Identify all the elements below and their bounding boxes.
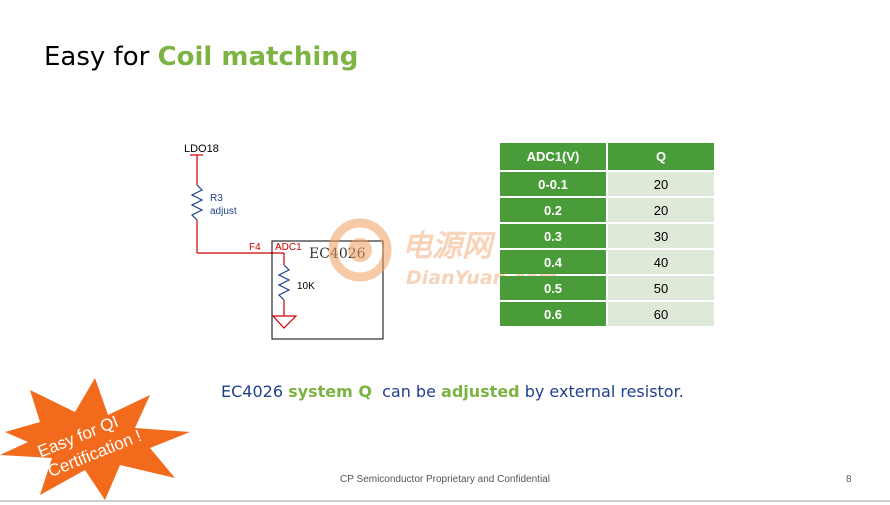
title-prefix: Easy for (44, 42, 158, 72)
caption-part: EC4026 (221, 382, 289, 401)
table-cell-q: 20 (608, 172, 714, 196)
r3-sublabel: adjust (210, 206, 237, 217)
chip-box (271, 240, 384, 340)
table-cell-adc: 0.3 (500, 224, 606, 248)
table-cell-adc: 0.6 (500, 302, 606, 326)
caption-highlight: adjusted (441, 382, 520, 401)
table-cell-q: 50 (608, 276, 714, 300)
table-cell-adc: 0.5 (500, 276, 606, 300)
table-header-q: Q (608, 143, 714, 170)
table-cell-q: 60 (608, 302, 714, 326)
table-cell-adc: 0-0.1 (500, 172, 606, 196)
page-title: Easy for Coil matching (44, 42, 358, 72)
adc-label: ADC1 (275, 242, 302, 253)
table-header-row: ADC1(V) Q (500, 143, 714, 170)
caption-part: can be (371, 382, 442, 401)
r3-label: R3 (210, 193, 223, 204)
watermark-logo-core (348, 238, 372, 262)
k10-resistor (277, 264, 291, 301)
table-cell-adc: 0.4 (500, 250, 606, 274)
caption-part: by external resistor. (519, 382, 684, 401)
pin-label: F4 (249, 242, 261, 253)
certification-badge: Easy for QI Certification ! (0, 378, 190, 500)
bottom-divider (0, 500, 890, 502)
caption-highlight: system Q (288, 382, 372, 401)
table-cell-q: 40 (608, 250, 714, 274)
watermark-cn: 电源网 (402, 229, 496, 264)
footer-text: CP Semiconductor Proprietary and Confide… (340, 474, 550, 485)
page-number: 8 (846, 474, 852, 485)
r3-resistor (190, 184, 204, 221)
table-cell-adc: 0.2 (500, 198, 606, 222)
ground-icon (271, 315, 298, 329)
ldo-label: LDO18 (184, 143, 219, 155)
table-header-adc: ADC1(V) (500, 143, 606, 170)
table-cell-q: 20 (608, 198, 714, 222)
caption: EC4026 system Q can be adjusted by exter… (221, 382, 684, 401)
title-highlight: Coil matching (157, 42, 359, 72)
starburst-shape (0, 378, 190, 500)
k10-label: 10K (297, 281, 315, 292)
table-cell-q: 30 (608, 224, 714, 248)
watermark-logo-icon (328, 218, 392, 282)
